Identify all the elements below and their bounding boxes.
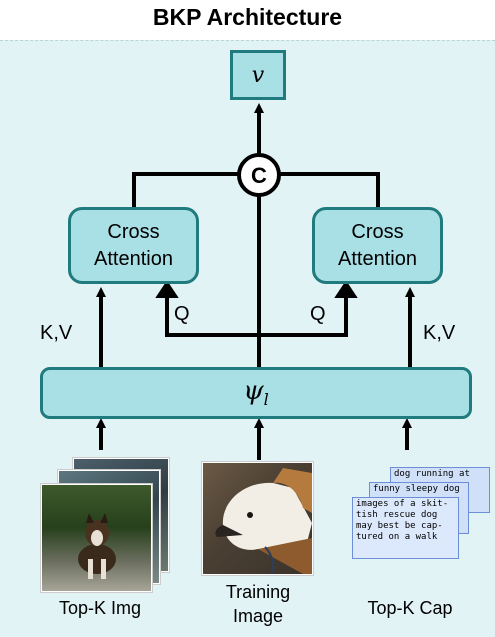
cross-attention-left: Cross Attention: [68, 207, 199, 284]
concat-circle: [237, 153, 281, 197]
concat-symbol: C: [251, 163, 267, 188]
training-image: [202, 462, 313, 575]
kv-right-label: K,V: [423, 322, 456, 344]
topk-image-front: [41, 484, 152, 592]
caption-card-front: images of a skit- tish rescue dog may be…: [352, 497, 459, 559]
cross-attention-right-label: Cross Attention: [338, 220, 417, 270]
line-right-ca-to-concat: [280, 172, 380, 207]
diagram-title: BKP Architecture: [152, 4, 343, 30]
line-left-ca-to-concat: [132, 172, 238, 207]
topk-cap-label: Top-K Cap: [367, 598, 453, 618]
output-label: v: [251, 62, 265, 88]
encoder-subscript: l: [263, 390, 269, 410]
dog-illustration-small: [78, 513, 116, 579]
q-left-label: Q: [174, 303, 190, 325]
training-image-label: Training Image: [225, 582, 291, 626]
arrowhead-q-right: [334, 280, 358, 298]
encoder-box: ψl: [40, 367, 472, 419]
cross-attention-right: Cross Attention: [312, 207, 443, 284]
encoder-symbol: ψ: [243, 376, 264, 407]
kv-left-label: K,V: [40, 322, 73, 344]
cross-attention-left-label: Cross Attention: [94, 220, 173, 270]
topk-img-label: Top-K Img: [58, 598, 142, 618]
q-branch: [165, 292, 348, 337]
encoder-label: ψl: [243, 376, 269, 409]
output-box: v: [230, 50, 286, 100]
arrowhead-q-left: [155, 280, 179, 298]
dog-illustration-large: [215, 468, 312, 574]
q-right-label: Q: [310, 303, 326, 325]
